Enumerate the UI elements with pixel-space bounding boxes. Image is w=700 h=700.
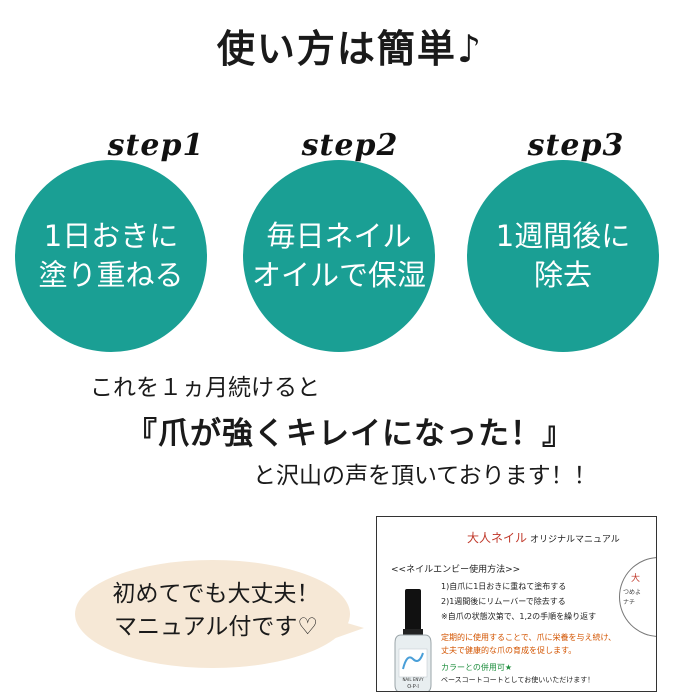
manual-highlight-line2: 丈夫で健康的な爪の育成を促します。 [441,646,577,655]
manual-usage-title: <<ネイルエンビー使用方法>> [391,565,521,575]
manual-subtitle: オリジナルマニュアル [530,535,620,545]
step3-text-line2: 除去 [533,258,592,292]
step3-label: step3 [527,128,625,163]
bubble-line2: マニュアル付です♡ [114,614,318,641]
bottle-brand-text: O·P·I [407,684,419,690]
result-intro-text: これを１ヵ月続けると [90,375,320,401]
step1-text-line1: 1日おきに [43,218,179,253]
manual-card: 大人ネイルオリジナルマニュアル <<ネイルエンビー使用方法>> 1)自爪に1日お… [376,516,657,692]
manual-arc-text1: つめよ [623,589,642,596]
step1-circle: 1日おきに 塗り重ねる [15,160,207,352]
manual-header: 大人ネイルオリジナルマニュアル [467,527,620,546]
result-testimonial-text: と沢山の声を頂いております！！ [253,463,597,489]
manual-highlight-line1: 定期的に使用することで、爪に栄養を与え続け、 [441,633,617,642]
speech-bubble-tail [330,618,364,640]
manual-arc-text2: ナチ [623,599,636,606]
step2-text-line1: 毎日ネイル [266,218,412,253]
manual-brand: 大人ネイル [467,531,528,545]
step3-text-line1: 1週間後に [495,218,631,253]
bubble-line1: 初めてでも大丈夫！ [112,581,320,607]
step1-text-line2: 塗り重ねる [38,258,184,292]
manual-steps-list: 1)自爪に1日おきに重ねて塗布する 2)1週間後にリムーバーで除去する ※自爪の… [441,579,596,624]
manual-highlight: 定期的に使用することで、爪に栄養を与え続け、 丈夫で健康的な爪の育成を促します。 [441,631,616,657]
speech-bubble [75,560,350,668]
manual-step-2: 2)1週間後にリムーバーで除去する [441,597,566,606]
step2-label: step2 [301,128,399,163]
manual-arc-red-text: 大 [631,574,641,584]
speech-bubble-text: 初めてでも大丈夫！ マニュアル付です♡ [96,578,336,645]
page-title: 使い方は簡単♪ [216,27,484,71]
manual-color-note: カラーとの併用可★ [441,663,513,672]
step3-circle: 1週間後に 除去 [467,160,659,352]
nail-polish-bottle-icon: NAIL ENVY O·P·I [394,589,432,691]
manual-note: ※自爪の状態次第で、1,2の手順を繰り返す [441,612,597,621]
step1-label: step1 [107,128,205,163]
bottle-label-text: NAIL ENVY [402,677,424,682]
manual-step-1: 1)自爪に1日おきに重ねて塗布する [441,582,567,591]
result-quote-text: 『爪が強くキレイになった！』 [126,416,574,452]
step2-text-line2: オイルで保湿 [251,258,426,292]
manual-base-coat-note: ベースコートコートとしてお使いいただけます！ [441,676,595,684]
step2-circle: 毎日ネイル オイルで保湿 [243,160,435,352]
